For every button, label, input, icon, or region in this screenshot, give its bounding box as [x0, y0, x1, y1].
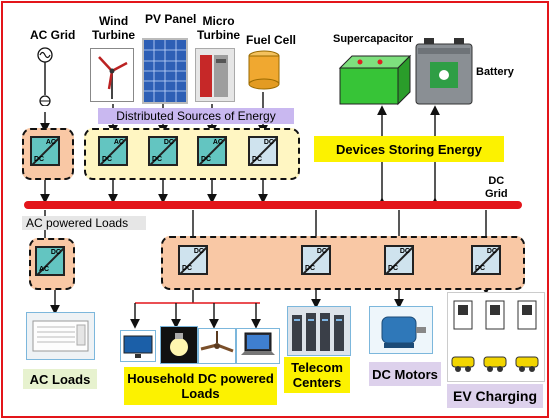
server-rack-icon [287, 306, 351, 356]
telecom-centers-label: Telecom Centers [284, 357, 350, 393]
dc-motors-label: DC Motors [369, 362, 441, 386]
pv-panel-label: PV Panel [145, 12, 197, 26]
wind-turbine-label: Wind Turbine [92, 14, 136, 42]
battery-label: Battery [476, 66, 514, 78]
ac-grid-label: AC Grid [30, 28, 76, 42]
supercapacitor-label: Supercapacitor [333, 33, 414, 45]
household-dc-loads-label: Household DC powered Loads [124, 367, 277, 405]
air-conditioner-icon [26, 312, 95, 360]
dc-motor-icon [369, 306, 433, 354]
wind-turbine-icon [90, 48, 134, 102]
dc-load-converter-group [161, 236, 525, 290]
dc-bus-bar [24, 201, 522, 209]
micro-turbine-label: Micro Turbine [197, 14, 241, 42]
storage-devices-label: Devices Storing Energy [314, 136, 504, 162]
ac-loads-label: AC Loads [23, 369, 97, 389]
laptop-icon [236, 328, 280, 364]
distributed-sources-label: Distributed Sources of Energy [98, 108, 294, 124]
ceiling-fan-icon [198, 328, 236, 364]
tv-icon [120, 330, 156, 362]
pv-panel-icon [142, 38, 188, 104]
ac-grid-icon [37, 47, 53, 106]
battery-icon [415, 38, 473, 105]
ev-charging-label: EV Charging [447, 384, 543, 408]
supercapacitor-icon [338, 54, 412, 106]
ac-powered-loads-label: AC powered Loads [22, 216, 146, 230]
ev-chargers-icon [447, 292, 545, 382]
fuel-cell-icon [248, 50, 280, 90]
fuel-cell-label: Fuel Cell [246, 33, 297, 47]
dc-grid-label: DC Grid [485, 175, 508, 200]
micro-turbine-icon [195, 48, 235, 102]
light-bulb-icon [160, 326, 198, 364]
